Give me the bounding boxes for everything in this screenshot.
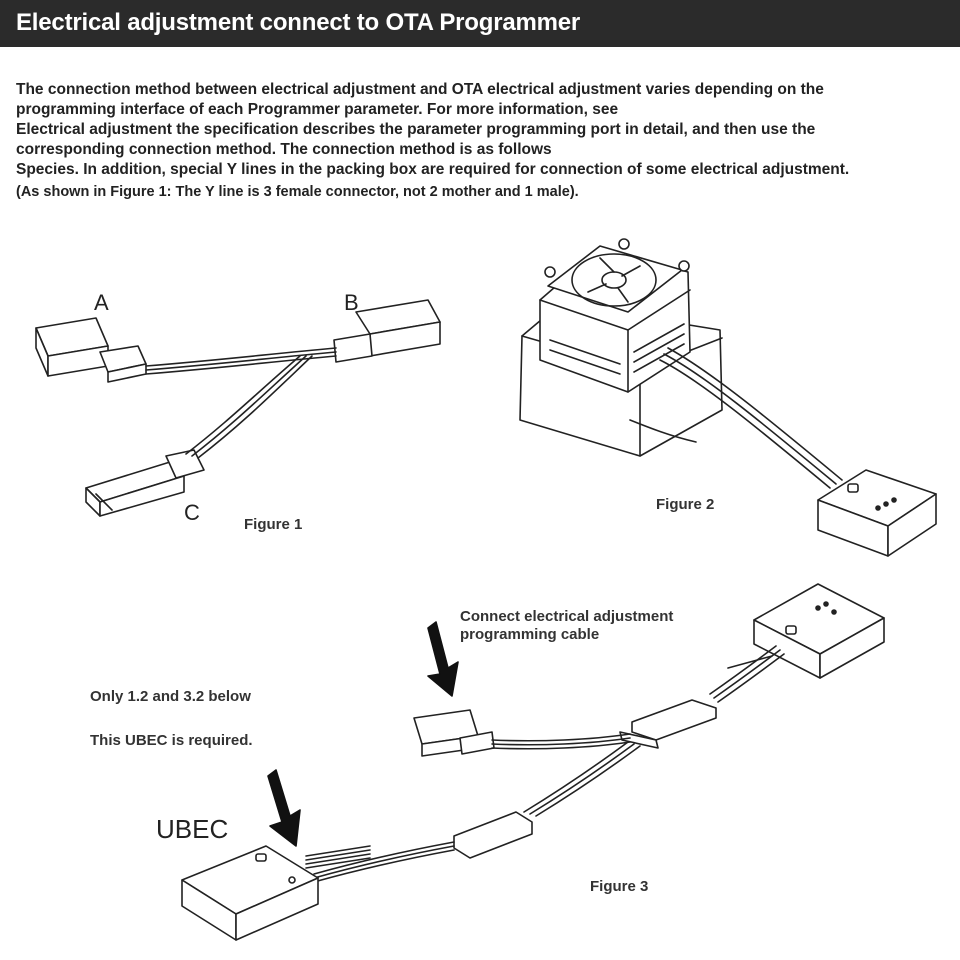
intro-note: (As shown in Figure 1: The Y line is 3 f… [16, 184, 579, 200]
figure2-caption: Figure 2 [656, 496, 715, 513]
page-title: Electrical adjustment connect to OTA Pro… [16, 9, 581, 36]
cooling-fan-icon [571, 253, 657, 307]
figure1-label-b: B [344, 290, 359, 315]
figure3-caption: Figure 3 [590, 878, 649, 895]
intro-line: corresponding connection method. The con… [16, 141, 552, 158]
intro-line: Electrical adjustment the specification … [16, 121, 816, 138]
arrow-down-icon [267, 769, 301, 847]
figure3-diagram [181, 583, 885, 941]
arrow-down-icon [427, 621, 459, 697]
ubec-note-line1: Only 1.2 and 3.2 below [90, 688, 251, 705]
cable-note-line1: Connect electrical adjustment [460, 608, 674, 625]
intro-line: programming interface of each Programmer… [16, 101, 619, 118]
intro-text: The connection method between electrical… [16, 80, 951, 202]
intro-line: The connection method between electrical… [16, 81, 824, 98]
ubec-label: UBEC [156, 814, 229, 844]
cable-note-line2: programming cable [460, 626, 600, 643]
figure1-y-cable [35, 299, 441, 517]
figure2-esc-diagram [519, 238, 937, 557]
intro-line: Species. In addition, special Y lines in… [16, 161, 850, 178]
figure1-caption: Figure 1 [244, 516, 303, 533]
title-bar: Electrical adjustment connect to OTA Pro… [0, 0, 960, 47]
ubec-note-line2: This UBEC is required. [90, 732, 253, 749]
figure1-label-c: C [184, 500, 200, 525]
figure1-label-a: A [94, 290, 109, 315]
